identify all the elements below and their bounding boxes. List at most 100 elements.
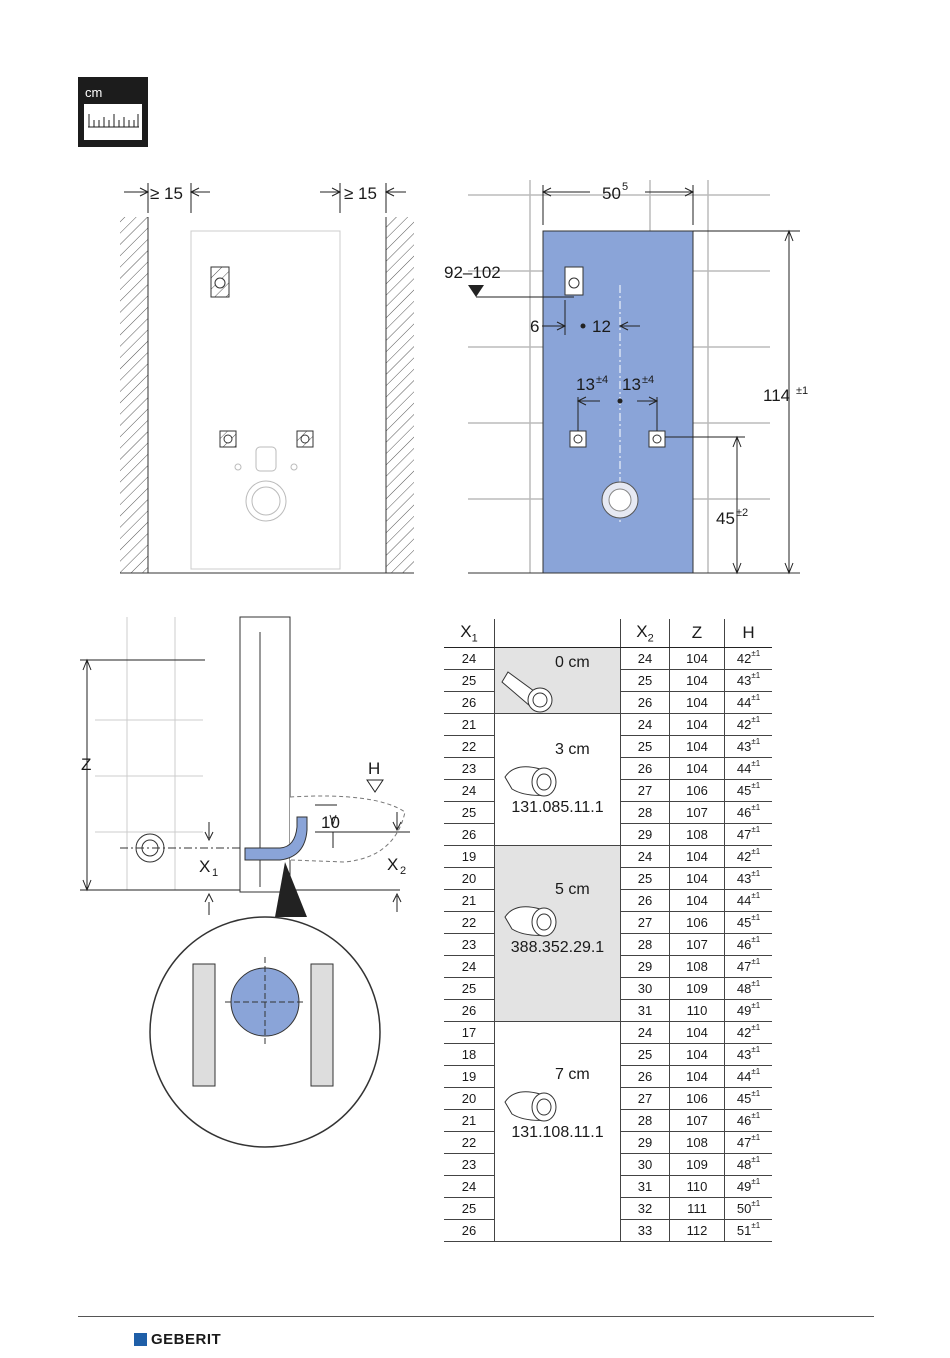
front-view-diagram: ≥ 15 ≥ 15 [120, 183, 414, 574]
cell-h: 45±1 [724, 1087, 772, 1111]
cell-h-value: 45 [736, 915, 752, 931]
side-view-diagram: Z X 1 H 10 X 2 [80, 616, 410, 1148]
table-header-row: X1 X2 Z H [444, 619, 772, 648]
cell-x2: 28 [620, 933, 670, 957]
cell-x2: 31 [620, 1175, 670, 1199]
cell-x2: 24 [620, 647, 670, 671]
x1-label: X [199, 857, 210, 876]
cell-h-tolerance: ±1 [751, 891, 761, 901]
cell-z: 104 [669, 691, 725, 715]
fitting-cell: 0 cm [494, 647, 621, 715]
cell-x1: 24 [444, 647, 495, 671]
spacing-right-label: 13 [622, 375, 641, 394]
cell-h-tolerance: ±1 [751, 935, 761, 945]
x2-label: X [387, 855, 398, 874]
pipe-fitting-icon [501, 671, 553, 713]
cell-x2: 24 [620, 845, 670, 869]
cell-x2: 26 [620, 1065, 670, 1089]
cell-x1: 21 [444, 713, 495, 737]
cell-h-value: 47 [736, 959, 752, 975]
cell-h-value: 50 [736, 1201, 752, 1217]
cell-h-value: 44 [736, 695, 752, 711]
installation-frame-side [239, 616, 291, 893]
cell-h-value: 44 [736, 893, 752, 909]
cell-z: 104 [669, 889, 725, 913]
cell-h-value: 42 [736, 849, 752, 865]
cell-x1: 19 [444, 1065, 495, 1089]
cell-x1: 26 [444, 823, 495, 847]
cell-h-value: 43 [736, 739, 752, 755]
cell-h-value: 48 [736, 981, 752, 997]
cell-h-tolerance: ±1 [751, 1111, 761, 1121]
low-height-sup: ±2 [736, 507, 748, 519]
cell-x1: 26 [444, 1219, 495, 1243]
wall-tile-grid [95, 617, 203, 890]
x1-sub: 1 [212, 867, 218, 879]
cell-h: 49±1 [724, 999, 772, 1023]
cell-h-tolerance: ±1 [751, 847, 761, 857]
cell-h-tolerance: ±1 [751, 1089, 761, 1099]
x2-sub: 2 [400, 865, 406, 877]
drain-outlet-icon [234, 446, 298, 522]
brand-square-icon [134, 1333, 147, 1346]
cell-z: 104 [669, 1065, 725, 1089]
fitting-size-label: 0 cm [555, 654, 590, 671]
cell-h: 46±1 [724, 1109, 772, 1133]
height-label: 114 [763, 386, 790, 405]
cell-x2: 28 [620, 801, 670, 825]
cell-z: 111 [669, 1197, 725, 1221]
dim-10-label: 10 [321, 813, 340, 832]
cell-z: 104 [669, 1043, 725, 1067]
cell-h-value: 42 [736, 651, 752, 667]
cell-h: 42±1 [724, 845, 772, 869]
cell-x1: 23 [444, 757, 495, 781]
cell-x1: 25 [444, 977, 495, 1001]
cell-x1: 25 [444, 1197, 495, 1221]
clearance-left-label: ≥ 15 [150, 184, 183, 203]
cell-x1: 22 [444, 735, 495, 759]
cell-z: 104 [669, 867, 725, 891]
cell-h-tolerance: ±1 [751, 1023, 761, 1033]
cell-x1: 22 [444, 1131, 495, 1155]
cell-x2: 29 [620, 955, 670, 979]
water-connection-icon [564, 266, 666, 448]
cell-h: 46±1 [724, 933, 772, 957]
cell-x2: 25 [620, 735, 670, 759]
cell-h-value: 45 [736, 1091, 752, 1107]
height-sup: ±1 [796, 385, 808, 397]
cell-h-tolerance: ±1 [751, 1155, 761, 1165]
cell-h: 43±1 [724, 867, 772, 891]
center-offset-label: 12 [592, 317, 611, 336]
cell-h-value: 51 [736, 1223, 752, 1239]
cell-x1: 25 [444, 801, 495, 825]
header-x1: X1 [444, 619, 495, 648]
cell-h-value: 49 [736, 1003, 752, 1019]
cell-h: 44±1 [724, 691, 772, 715]
spacing-right-sup: ±4 [642, 374, 654, 386]
cell-h: 45±1 [724, 911, 772, 935]
cell-h-tolerance: ±1 [751, 869, 761, 879]
cell-z: 108 [669, 955, 725, 979]
cell-x1: 20 [444, 867, 495, 891]
cell-h-value: 44 [736, 1069, 752, 1085]
cell-x2: 31 [620, 999, 670, 1023]
cell-x1: 19 [444, 845, 495, 869]
cell-h: 51±1 [724, 1219, 772, 1243]
cell-h-tolerance: ±1 [751, 781, 761, 791]
dimension-view-diagram: 50 5 114 ±1 92–102 6 12 13 ±4 13 ±4 45 ±… [444, 180, 808, 575]
cell-z: 110 [669, 1175, 725, 1199]
